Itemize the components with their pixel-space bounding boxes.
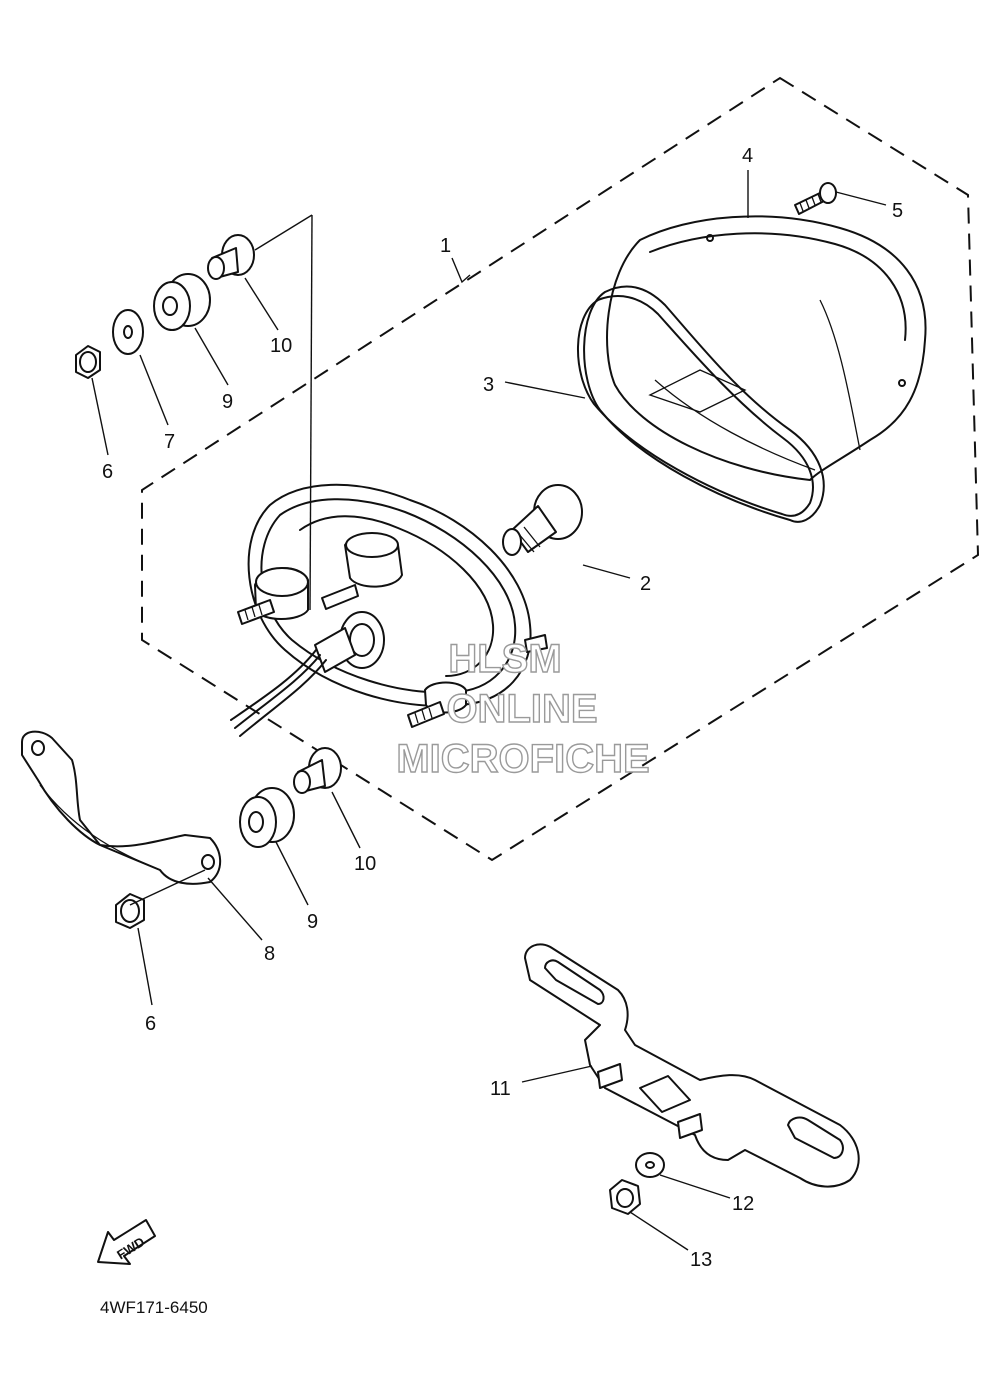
callout-9-upper: 9 bbox=[222, 391, 233, 413]
callout-3: 3 bbox=[483, 374, 494, 396]
leader-lines bbox=[91, 170, 887, 1251]
part-4-lens bbox=[606, 215, 927, 481]
callout-labels: 1 2 3 4 5 6 6 7 8 9 9 10 10 11 12 13 bbox=[102, 145, 903, 1271]
part-11-license-bracket bbox=[524, 943, 860, 1188]
callout-9-lower: 9 bbox=[307, 911, 318, 933]
callout-11: 11 bbox=[490, 1078, 511, 1100]
watermark: HLSM ONLINE MICROFICHE bbox=[396, 636, 651, 781]
callout-10-lower: 10 bbox=[354, 853, 376, 875]
callout-4: 4 bbox=[742, 145, 753, 167]
callout-8: 8 bbox=[264, 943, 275, 965]
part-13-nut bbox=[609, 1179, 641, 1215]
part-10-collar-upper bbox=[207, 234, 255, 280]
callout-2: 2 bbox=[640, 573, 651, 595]
part-5-screw bbox=[794, 182, 837, 215]
part-2-bulb bbox=[502, 484, 583, 556]
part-7-washer bbox=[112, 309, 144, 355]
callout-6-upper: 6 bbox=[102, 461, 113, 483]
part-3-gasket bbox=[577, 285, 825, 523]
part-6-nut-upper bbox=[75, 345, 101, 379]
lamp-housing bbox=[230, 483, 548, 737]
callout-5: 5 bbox=[892, 200, 903, 222]
assembly-boundary bbox=[141, 76, 980, 862]
watermark-line-2: ONLINE bbox=[446, 687, 597, 731]
part-6-nut-lower bbox=[115, 893, 145, 929]
part-12-washer bbox=[635, 1152, 665, 1178]
callout-10-upper: 10 bbox=[270, 335, 292, 357]
callout-6-lower: 6 bbox=[145, 1013, 156, 1035]
callout-12: 12 bbox=[732, 1193, 754, 1215]
watermark-line-3: MICROFICHE bbox=[396, 737, 649, 781]
fwd-arrow-icon: FWD bbox=[97, 1219, 156, 1265]
part-8-stay-bracket bbox=[21, 730, 222, 885]
part-10-collar-lower bbox=[293, 747, 342, 794]
callout-13: 13 bbox=[690, 1249, 712, 1271]
part-9-grommet-lower bbox=[239, 787, 295, 848]
part-code: 4WF171-6450 bbox=[100, 1298, 208, 1317]
watermark-line-1: HLSM bbox=[448, 637, 561, 681]
callout-7: 7 bbox=[164, 431, 175, 453]
part-9-grommet-upper bbox=[153, 273, 211, 331]
callout-1: 1 bbox=[440, 235, 451, 257]
